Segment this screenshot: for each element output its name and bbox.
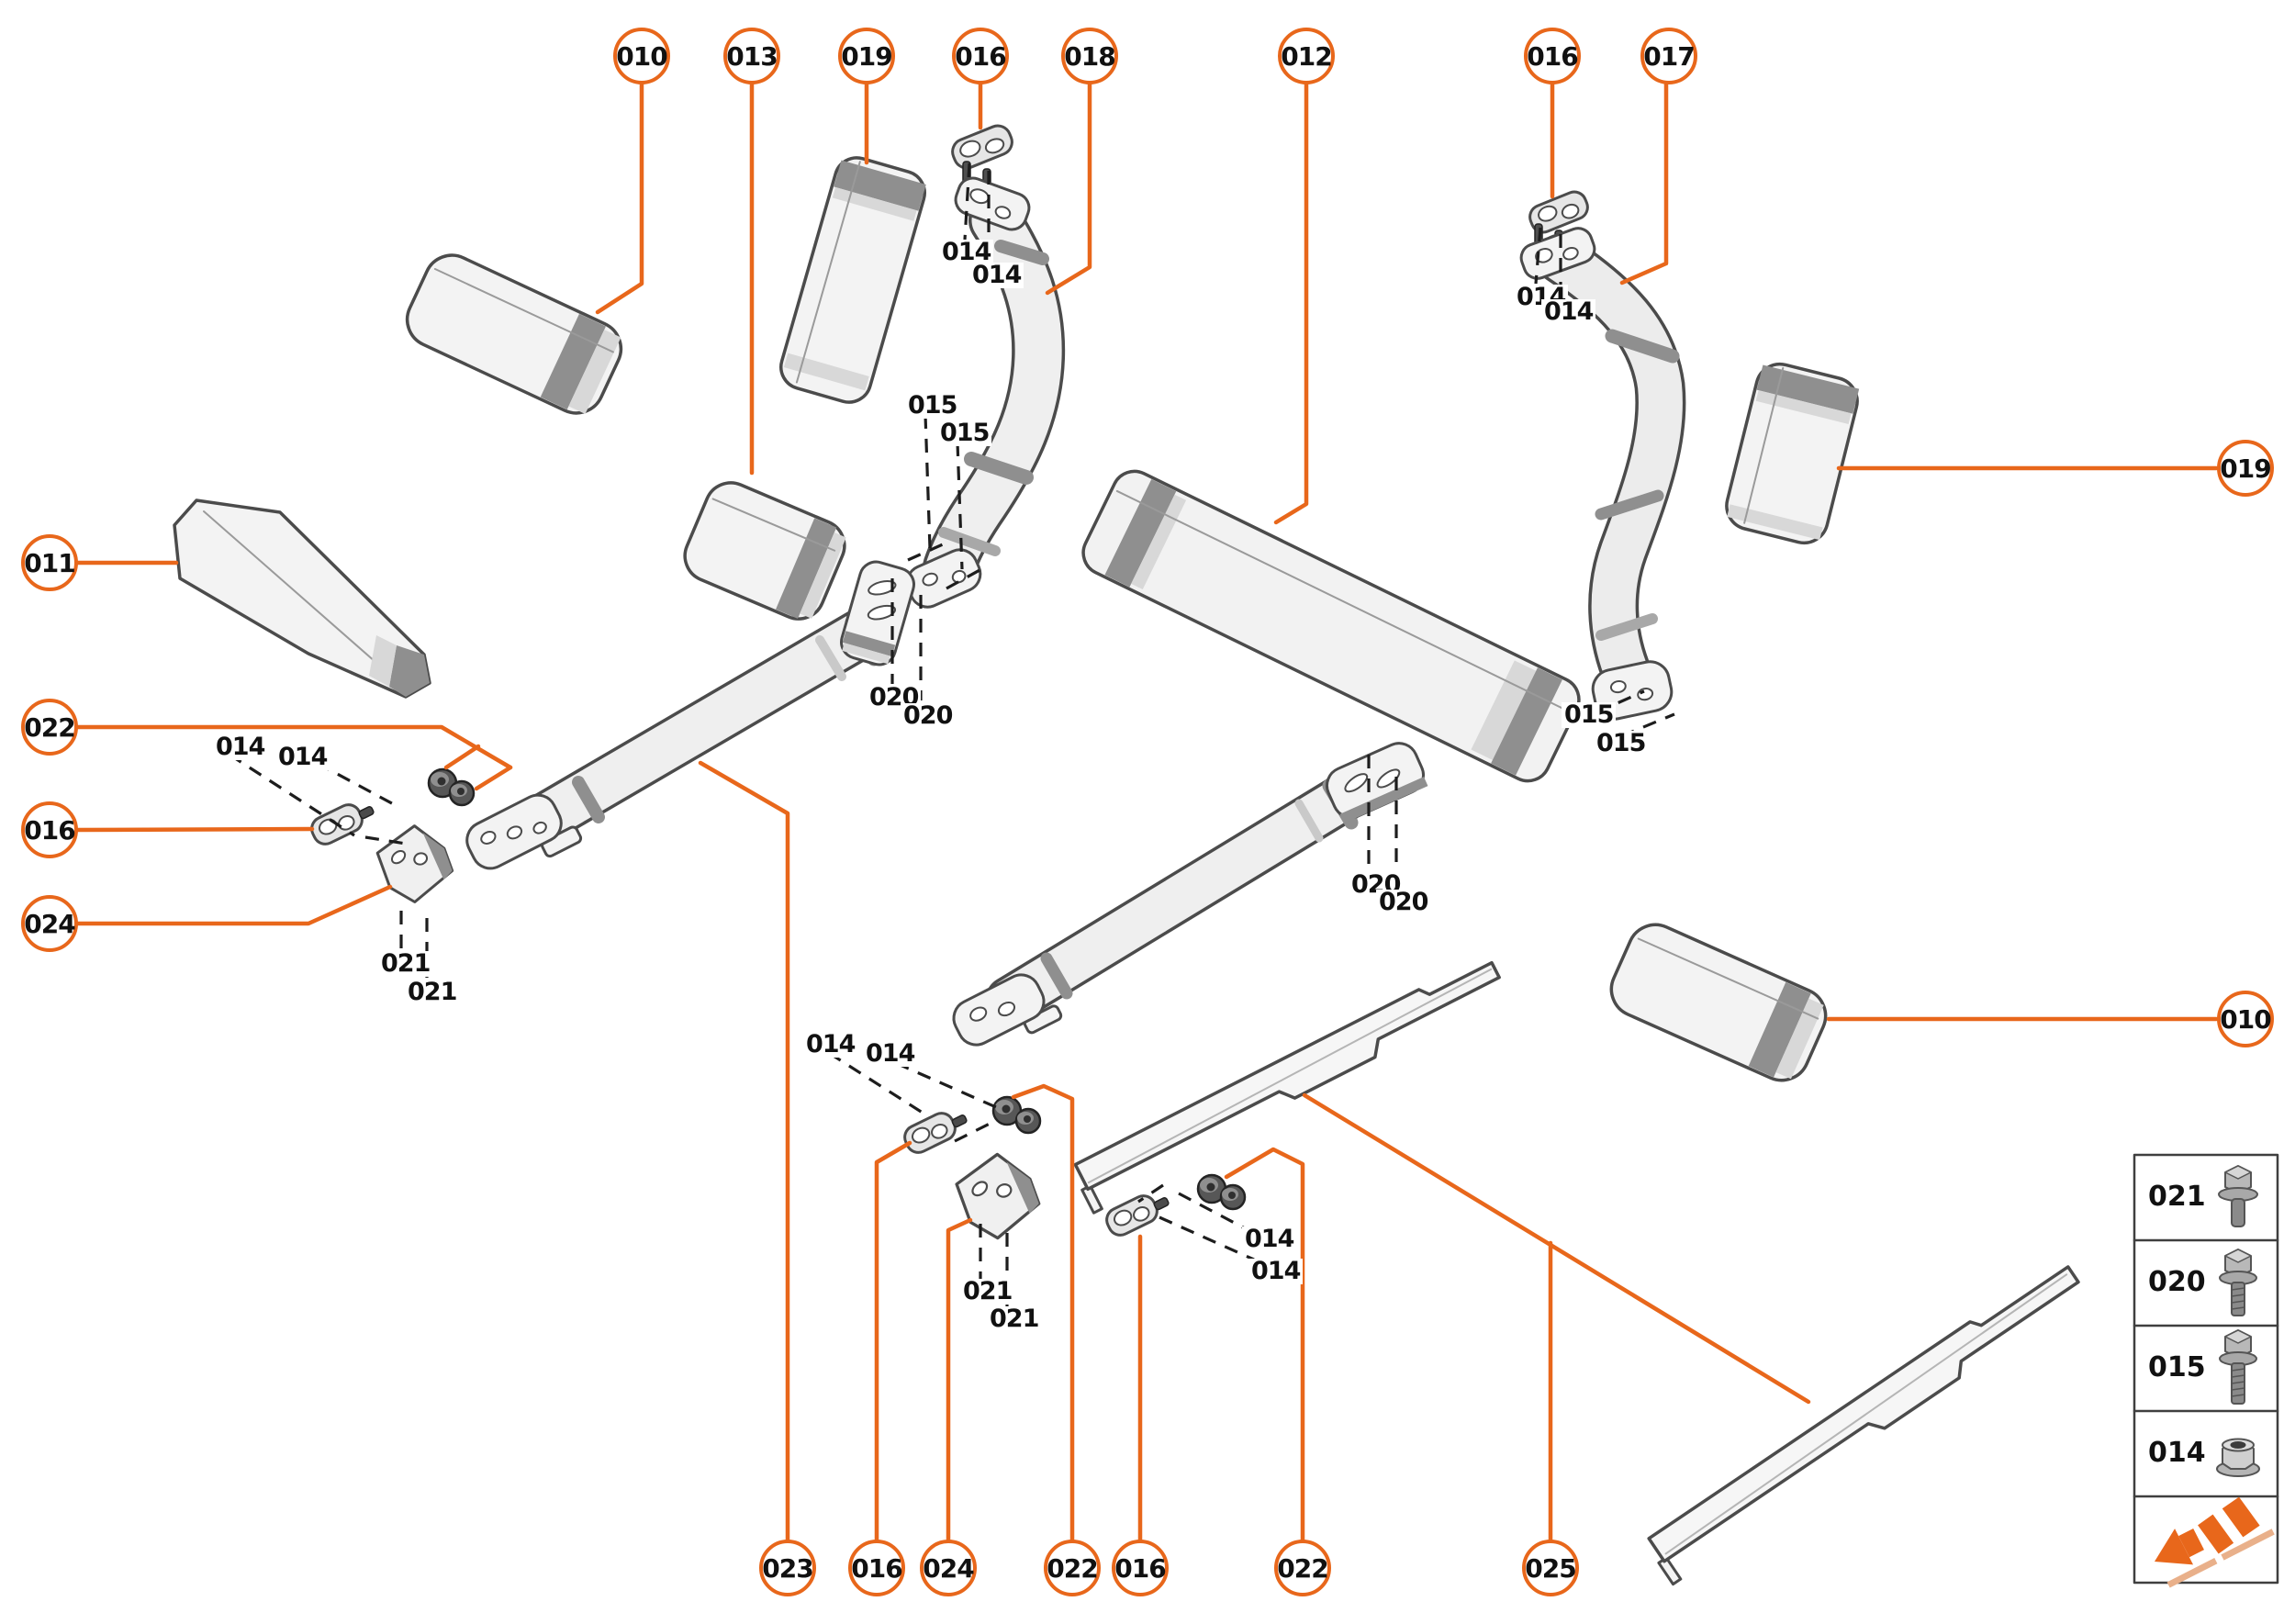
clip-016-left xyxy=(310,803,375,846)
pad-010-right xyxy=(1609,923,1828,1082)
callout-016-bottom-a[interactable]: 016 xyxy=(848,1540,905,1596)
legend-box xyxy=(2133,1153,2279,1588)
callout-023-bottom[interactable]: 023 xyxy=(759,1540,816,1596)
part-ref-label: 020 xyxy=(901,702,956,730)
legend-row-020-label: 020 xyxy=(2148,1266,2206,1298)
clip-016-right-lower xyxy=(1105,1194,1170,1237)
callout-016-top-b[interactable]: 016 xyxy=(1524,28,1581,84)
callout-024-left[interactable]: 024 xyxy=(21,895,78,952)
bracket-024-mid xyxy=(955,1152,1041,1240)
part-ref-label: 015 xyxy=(937,420,992,447)
flange-bolt-long-icon xyxy=(2219,1329,2257,1405)
callout-019-top[interactable]: 019 xyxy=(838,28,895,84)
callout-016-top-a[interactable]: 016 xyxy=(952,28,1009,84)
callout-012-top[interactable]: 012 xyxy=(1278,28,1335,84)
part-ref-label: 020 xyxy=(1376,889,1431,916)
pad-019-top xyxy=(779,156,926,404)
pad-013 xyxy=(683,481,846,621)
nut-014-icon xyxy=(991,1095,1023,1126)
strap-023 xyxy=(465,560,915,870)
callout-025-bottom[interactable]: 025 xyxy=(1522,1540,1579,1596)
pad-010-top xyxy=(405,253,623,415)
callout-010-right[interactable]: 010 xyxy=(2217,991,2274,1047)
callout-019-right[interactable]: 019 xyxy=(2217,440,2274,497)
callout-018-top[interactable]: 018 xyxy=(1061,28,1118,84)
callout-016-bottom-b[interactable]: 016 xyxy=(1112,1540,1169,1596)
nut-014-icon xyxy=(1219,1183,1247,1211)
sill-panel-middle xyxy=(1073,960,1501,1215)
pad-011-wedge xyxy=(173,498,431,699)
callout-017-top[interactable]: 017 xyxy=(1640,28,1697,84)
legend-row-014-label: 014 xyxy=(2148,1437,2206,1469)
part-ref-label: 015 xyxy=(1562,701,1617,729)
part-ref-label: 014 xyxy=(863,1040,918,1068)
legend-row-015-label: 015 xyxy=(2148,1351,2206,1383)
part-ref-label: 021 xyxy=(987,1305,1042,1333)
callout-013-top[interactable]: 013 xyxy=(723,28,780,84)
callout-022-left[interactable]: 022 xyxy=(21,699,78,756)
bracket-024-left xyxy=(375,824,454,903)
part-ref-label: 021 xyxy=(405,979,460,1006)
clip-016-mid xyxy=(903,1112,968,1154)
callout-leader-lines xyxy=(75,82,2219,1542)
part-ref-label: 014 xyxy=(1541,298,1596,326)
part-ref-label: 014 xyxy=(1248,1258,1304,1285)
nut-014-icon xyxy=(1014,1107,1042,1135)
callout-022-bottom-b[interactable]: 022 xyxy=(1274,1540,1331,1596)
callout-011-left[interactable]: 011 xyxy=(21,534,78,591)
assembly-direction-arrow-icon xyxy=(2154,1496,2275,1588)
callout-022-bottom-a[interactable]: 022 xyxy=(1044,1540,1101,1596)
pad-019-right xyxy=(1725,362,1860,545)
part-ref-label: 021 xyxy=(378,950,433,978)
nut-014-icon xyxy=(1196,1173,1227,1204)
part-ref-label: 020 xyxy=(867,684,922,711)
flange-bolt-short-icon xyxy=(2218,1165,2258,1227)
strap-018 xyxy=(905,176,1066,609)
beam-012 xyxy=(1081,469,1581,783)
strap-017 xyxy=(1519,227,1686,721)
part-ref-label: 015 xyxy=(1594,730,1649,757)
part-ref-label: 014 xyxy=(1242,1226,1297,1253)
part-ref-label: 014 xyxy=(213,734,268,761)
part-ref-label: 014 xyxy=(969,262,1024,289)
nut-014-icon xyxy=(448,779,476,807)
flange-nut-icon xyxy=(2216,1438,2260,1477)
sill-panel-right-025 xyxy=(1647,1265,2080,1586)
flange-bolt-medium-icon xyxy=(2219,1249,2257,1316)
part-ref-label: 014 xyxy=(939,239,994,266)
part-ref-label: 015 xyxy=(905,392,960,420)
part-ref-label: 014 xyxy=(803,1031,858,1058)
part-ref-label: 014 xyxy=(275,744,330,771)
part-ref-label: 021 xyxy=(960,1278,1015,1305)
callout-010-top[interactable]: 010 xyxy=(613,28,670,84)
strap-right-lower xyxy=(952,742,1428,1047)
callout-024-bottom[interactable]: 024 xyxy=(920,1540,977,1596)
callout-016-left[interactable]: 016 xyxy=(21,801,78,858)
legend-row-021-label: 021 xyxy=(2148,1181,2206,1213)
